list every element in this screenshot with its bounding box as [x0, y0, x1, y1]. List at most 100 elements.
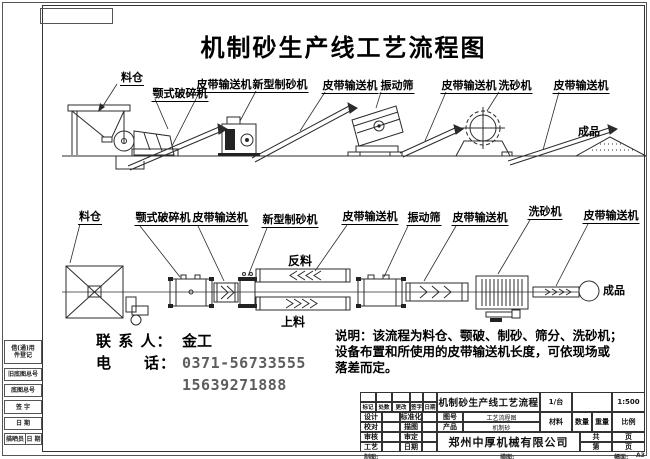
belt-conveyor-1-plan: [213, 282, 239, 303]
jaw-crusher-elevation: [113, 130, 179, 157]
title-block: 标记 处数 更改 签字 日期 设计 标准化 校对 描图 审核 审定 工艺 日期 …: [360, 392, 645, 452]
belt-conveyor-2-plan: [405, 282, 469, 302]
tb-drawing-title: 机制砂生产线工艺流程: [437, 392, 540, 412]
contact-person-name: 金工: [182, 332, 213, 350]
tb-blank-r0c1: [376, 392, 392, 402]
tb-rev-count: 处数: [376, 402, 392, 412]
elevation-label-belt-conveyor-4: 皮带输送机: [552, 79, 610, 94]
tb-blank-r0c0: [360, 392, 376, 402]
elevation-label-sand-maker: 新型制砂机: [251, 78, 309, 93]
tb-check-sign: [382, 422, 400, 432]
tb-company: 郑州中厚机械有限公司: [437, 432, 580, 452]
elevation-label-belt-conveyor-2: 皮带输送机: [321, 79, 379, 94]
elevation-label-product: 成品: [578, 125, 600, 138]
tb-date-sign: [422, 442, 437, 452]
plan-label-jaw-crusher: 颚式破碎机: [134, 211, 192, 226]
notes-line-2: 设备布置和所使用的皮带输送机长度，可依现场或: [335, 344, 611, 359]
feeder-elbow-plan: [125, 296, 149, 326]
strip-cell-old-base-no: 旧底图总号: [4, 368, 42, 381]
vibrating-screen-plan: [356, 274, 406, 308]
plan-label-vibrating-screen: 振动筛: [406, 211, 442, 226]
strip-cell-sign: 签 字: [4, 400, 42, 414]
strip-cell-base-no: 底图总号: [4, 384, 42, 397]
tb-total: 共: [580, 432, 612, 442]
return-conveyor-plan: [255, 268, 351, 283]
plan-label-hopper: 料仓: [78, 210, 102, 225]
sand-maker-elevation: [218, 116, 260, 157]
tb-approve: 审定: [400, 432, 422, 442]
tb-rev-date: 日期: [423, 402, 437, 412]
tb-standardize-sign: [422, 412, 437, 422]
tb-design-sign: [382, 412, 400, 422]
contact-phone2-row: 15639271888: [96, 374, 306, 396]
contact-person-row: 联 系 人： 金工: [96, 330, 306, 352]
jaw-crusher-plan: [168, 274, 214, 308]
plan-label-belt-conveyor-4: 皮带输送机: [582, 209, 640, 224]
contact-person-label: 联 系 人：: [96, 332, 173, 350]
tb-design: 设计: [360, 412, 382, 422]
leader-lines-elevation: [98, 83, 560, 151]
tb-product-name: 机制砂: [463, 422, 540, 432]
tb-ratio: 比例: [612, 412, 645, 432]
belt-conveyor-2-elevation: [251, 102, 358, 163]
sand-washer-elevation: [455, 107, 511, 157]
plan-label-sand-washer: 洗砂机: [527, 205, 563, 220]
tb-material: 材料: [540, 412, 572, 432]
plan-label-return-flow: 反料: [287, 254, 313, 268]
strip-tracer-date: 日 期: [26, 435, 41, 443]
plan-label-belt-conveyor-1: 皮带输送机: [191, 211, 249, 226]
conveyor-pit: [115, 156, 145, 170]
plan-label-feed-flow: 上料: [280, 315, 306, 329]
elevation-label-sand-washer: 洗砂机: [497, 79, 533, 94]
plan-label-sand-maker: 新型制砂机: [261, 213, 319, 228]
tb-quantity: 数量: [572, 412, 592, 432]
tb-blank-r0c2: [392, 392, 410, 402]
elevation-label-jaw-crusher: 颚式破碎机: [151, 87, 209, 102]
tb-sheet: 第: [580, 442, 612, 452]
notes-line-1: 说明：该流程为料仓、颚破、制砂、筛分、洗砂机；: [335, 328, 623, 343]
plan-label-belt-conveyor-3: 皮带输送机: [451, 211, 509, 226]
tb-trace: 描图: [400, 422, 422, 432]
drawing-main-title: 机制砂生产线工艺流程图: [200, 34, 487, 62]
tb-approve-sign: [422, 432, 437, 442]
tb-pages: 页: [612, 432, 645, 442]
product-circle-plan: [578, 280, 600, 302]
strip-borrow-line2: 件登记: [13, 352, 32, 359]
footer-trace-label: 描图:: [500, 454, 515, 459]
hopper-elevation: [67, 104, 131, 155]
belt-conveyor-1-elevation: [127, 123, 228, 171]
tb-blank-r0c3: [410, 392, 423, 402]
elevation-label-hopper: 料仓: [120, 71, 144, 86]
tb-unit: 1/台: [540, 392, 572, 412]
tb-drawing-no-label: 图号: [437, 412, 463, 422]
strip-borrow-line1: 借(通)用: [11, 345, 35, 352]
contact-block: 联 系 人：金工 电 话：0371-56733555 15639271888: [96, 330, 306, 396]
strip-date: 日 期: [15, 420, 31, 427]
contact-phone-primary: 0371-56733555: [182, 354, 306, 372]
tb-product-label: 产品: [437, 422, 463, 432]
feed-conveyor-plan: [255, 296, 351, 311]
tb-check: 校对: [360, 422, 382, 432]
tb-standardize: 标准化: [400, 412, 422, 422]
strip-sign: 签 字: [15, 403, 31, 411]
strip-cell-tracer-date: 日 期: [25, 433, 42, 445]
elevation-label-vibrating-screen: 振动筛: [379, 79, 415, 94]
tb-rev-sign: 签字: [410, 402, 423, 412]
contact-phone-secondary: 15639271888: [182, 376, 287, 394]
elevation-view: [62, 83, 647, 171]
corner-reference-box: [40, 8, 113, 24]
product-pile: [574, 136, 647, 157]
strip-cell-date: 日 期: [4, 417, 42, 430]
strip-cell-borrow: 借(通)用 件登记: [4, 340, 42, 364]
tb-audit-sign: [382, 432, 400, 442]
tb-rev-marker: 标记: [360, 402, 376, 412]
tb-blank-r0c4: [423, 392, 437, 402]
footer-format-label: 幅面:: [614, 454, 629, 459]
elevation-label-belt-conveyor-3: 皮带输送机: [440, 79, 498, 94]
strip-old-base-no: 旧底图总号: [7, 371, 38, 378]
notes-line-3: 落差而定。: [335, 360, 398, 375]
footer-draw-label: 制图:: [364, 454, 379, 459]
